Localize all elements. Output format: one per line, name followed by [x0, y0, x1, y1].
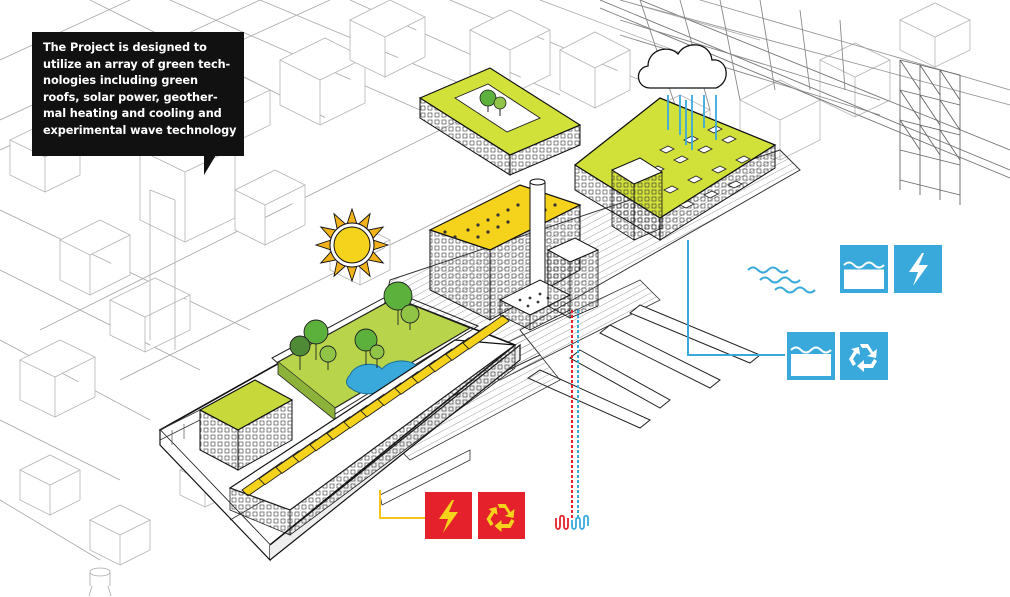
- wave-energy-icon: [840, 245, 888, 293]
- sun-ray: [316, 240, 331, 250]
- callout-line: roofs, solar power, geother-: [43, 90, 234, 107]
- wave-lines-icon: [748, 268, 815, 293]
- callout-line: The Project is designed to: [43, 40, 234, 57]
- callout-tail: [204, 155, 216, 175]
- sun-ray: [347, 209, 357, 224]
- water-recycle-icon: [787, 332, 835, 380]
- lightning-icon-blue: [894, 245, 942, 293]
- lightning-icon-red: [425, 492, 472, 539]
- callout-line: experimental wave technology: [43, 123, 234, 140]
- callout-line: nologies including green: [43, 73, 234, 90]
- courtyard-building: [420, 68, 580, 175]
- callout-box: The Project is designed to utilize an ar…: [32, 32, 244, 156]
- recycle-icon-red: [478, 492, 525, 539]
- recycle-icon-blue: [840, 332, 888, 380]
- callout-line: mal heating and cooling and: [43, 106, 234, 123]
- callout-line: utilize an array of green tech-: [43, 57, 234, 74]
